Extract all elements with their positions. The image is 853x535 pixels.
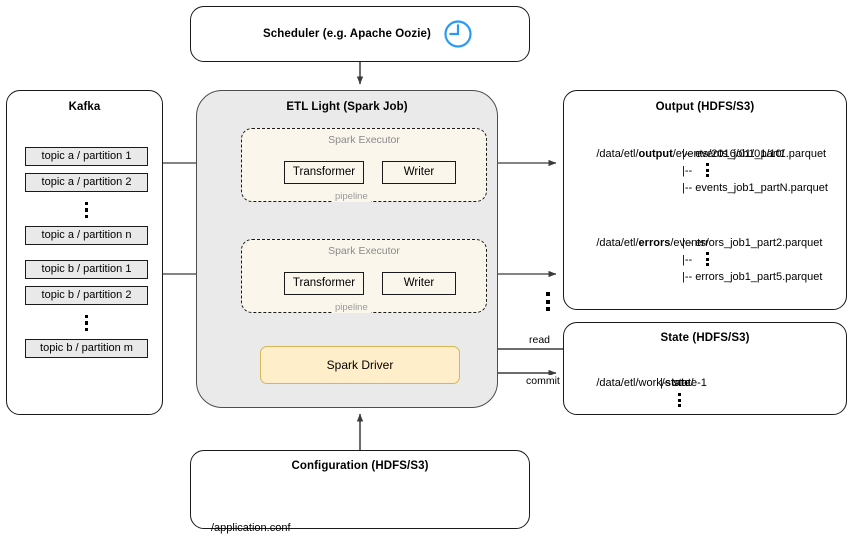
kafka-title: Kafka — [68, 101, 101, 113]
writer-2[interactable]: Writer — [382, 272, 456, 295]
state-entry-ellipsis — [578, 392, 682, 410]
output-file-label: |-- events_job1_partN.parquet — [682, 182, 828, 194]
list-item[interactable]: topic b / partition 2 — [25, 286, 148, 305]
errors-file-ellipsis: |-- — [578, 251, 710, 269]
state-path-suffix: / — [690, 377, 694, 389]
spacer — [25, 252, 148, 260]
configuration-box[interactable]: Configuration (HDFS/S3) /application.con… — [190, 450, 530, 534]
spark-executor-1[interactable]: Spark Executor Transformer Writer pipeli… — [241, 128, 487, 202]
etl-title: ETL Light (Spark Job) — [286, 101, 408, 113]
errors-file-1: |-- errors_job1_part2.parquet — [578, 235, 822, 252]
errors-file-label: |-- errors_job1_part2.parquet — [682, 237, 823, 249]
ellipsis-output-files — [706, 162, 710, 178]
output-file-1: |-- events_job1_part1.parquet — [578, 146, 826, 163]
edge-label-commit: commit — [524, 375, 562, 387]
output-file-ellipsis: |-- — [578, 162, 710, 180]
output-file-label: |-- events_job1_part1.parquet — [682, 148, 827, 160]
output-path-group: /data/etl/output/events/2016/01/01/10/ — [578, 129, 785, 180]
state-path-group: /data/etl/work/state/ — [578, 358, 694, 409]
errors-file-2: |-- errors_job1_part5.parquet — [578, 269, 822, 286]
errors-ellipsis-prefix: |-- — [682, 254, 693, 266]
errors-path-bold: errors — [638, 237, 671, 249]
ellipsis-state-entries — [678, 392, 682, 408]
scheduler-title: Scheduler (e.g. Apache Oozie) — [263, 28, 431, 40]
kafka-box[interactable]: Kafka topic a / partition 1 topic a / pa… — [6, 90, 163, 415]
output-path-prefix: /data/etl/ — [596, 148, 639, 160]
list-item[interactable]: topic a / partition 2 — [25, 173, 148, 192]
spark-driver-box[interactable]: Spark Driver — [260, 346, 460, 384]
config-line-1: /application.conf — [211, 522, 291, 534]
configuration-lines: /application.conf /events.avsc// transfo… — [211, 483, 442, 535]
list-item[interactable]: topic b / partition m — [25, 339, 148, 358]
output-file-2: |-- events_job1_partN.parquet — [578, 180, 828, 197]
state-entry: |-- state-1 — [578, 375, 707, 392]
output-title: Output (HDFS/S3) — [655, 101, 755, 113]
pipeline-label-2: pipeline — [332, 302, 371, 313]
list-item[interactable]: topic a / partition n — [25, 226, 148, 245]
clock-icon — [443, 19, 473, 49]
output-box[interactable]: Output (HDFS/S3) /data/etl/output/events… — [563, 90, 847, 310]
transformer-1[interactable]: Transformer — [284, 161, 364, 184]
ellipsis-topic-b — [25, 312, 148, 334]
executor-label: Spark Executor — [328, 134, 400, 146]
errors-file-label: |-- errors_job1_part5.parquet — [682, 271, 823, 283]
edge-label-read: read — [527, 334, 553, 346]
list-item[interactable]: topic b / partition 1 — [25, 260, 148, 279]
writer-1[interactable]: Writer — [382, 161, 456, 184]
errors-path-prefix: /data/etl/ — [596, 237, 639, 249]
state-entry-label: |-- state-1 — [660, 377, 707, 389]
output-path-bold: output — [638, 148, 673, 160]
state-path-prefix: /data/etl/work/ — [596, 377, 665, 389]
state-box[interactable]: State (HDFS/S3) /data/etl/work/state/ |-… — [563, 322, 847, 415]
kafka-partition-list: topic a / partition 1 topic a / partitio… — [25, 147, 148, 365]
configuration-title: Configuration (HDFS/S3) — [291, 460, 429, 472]
output-path-suffix: /events/2016/01/01/10/ — [672, 148, 785, 160]
output-ellipsis-prefix: |-- — [682, 165, 693, 177]
transformer-2[interactable]: Transformer — [284, 272, 364, 295]
pipeline-label-1: pipeline — [332, 191, 371, 202]
scheduler-box[interactable]: Scheduler (e.g. Apache Oozie) — [190, 6, 530, 62]
state-title: State (HDFS/S3) — [660, 332, 750, 344]
errors-path-group: /data/etl/errors/events/ — [578, 218, 709, 269]
list-item[interactable]: topic a / partition 1 — [25, 147, 148, 166]
ellipsis-topic-a — [25, 199, 148, 221]
errors-path-suffix: /events/ — [670, 237, 709, 249]
spark-executor-2[interactable]: Spark Executor Transformer Writer pipeli… — [241, 239, 487, 313]
ellipsis-executors — [546, 292, 550, 311]
executor-label: Spark Executor — [328, 245, 400, 257]
state-path-bold: state — [664, 377, 691, 389]
ellipsis-errors-files — [706, 251, 710, 267]
